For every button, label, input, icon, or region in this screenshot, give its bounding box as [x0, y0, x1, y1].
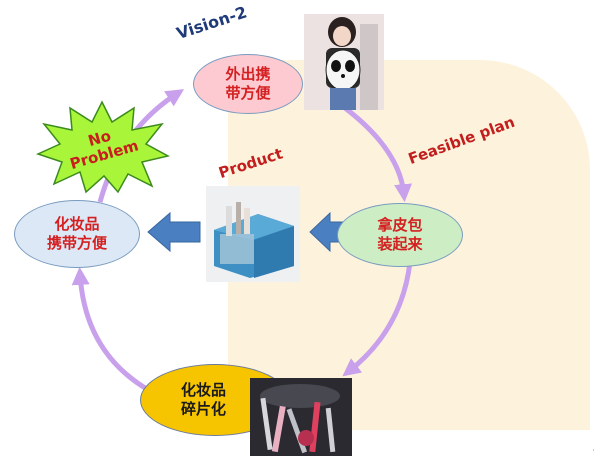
- girl-panda-backpack-photo: [304, 14, 384, 110]
- burst-shape: [35, 100, 171, 194]
- corner-mark: ·: [592, 446, 595, 456]
- cosmetic-bag-photo: [206, 186, 300, 282]
- cycle-arrow-top-to-right: [343, 106, 413, 203]
- cycle-arrow-right-to-bottom: [342, 261, 413, 377]
- cosmetics-brushes-photo: [250, 378, 352, 456]
- node-bag-storage: 拿皮包 装起来: [337, 203, 463, 267]
- node-portable-outing: 外出携 带方便: [193, 54, 303, 114]
- cosmetics-illustration: [250, 378, 352, 456]
- bag-illustration: [206, 186, 300, 282]
- node-cosmetics-portable: 化妆品 携带方便: [14, 200, 140, 268]
- girl-illustration: [304, 14, 384, 110]
- no-problem-burst: No Problem: [34, 100, 171, 194]
- block-arrow-left: [147, 211, 201, 253]
- cycle-arrow-bottom-to-left: [71, 266, 154, 395]
